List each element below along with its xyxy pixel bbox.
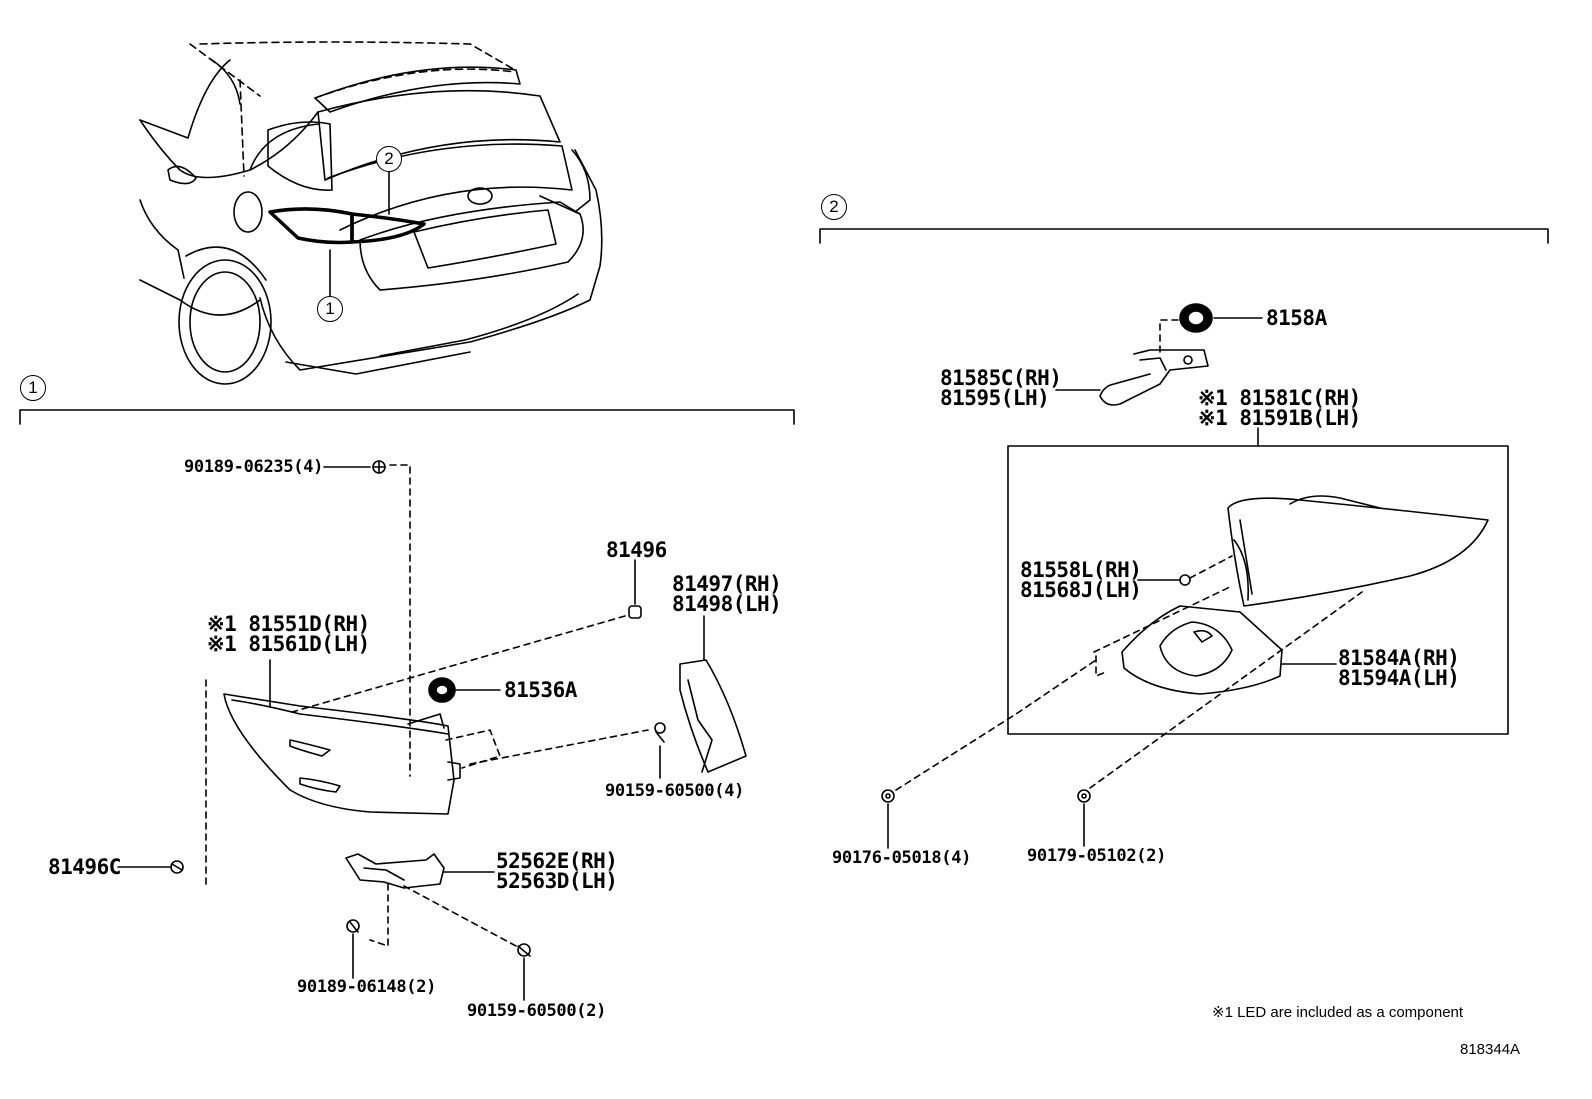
part-label-81568J[interactable]: 81568J(LH) xyxy=(1020,578,1142,602)
part-label-81581C[interactable]: ※1 81581C(RH) xyxy=(1198,386,1361,410)
part-label-90189-06148[interactable]: 90189-06148(2) xyxy=(297,977,437,997)
lamp-inner-81581C xyxy=(1227,495,1489,607)
part-label-81558L[interactable]: 81558L(RH) xyxy=(1020,558,1142,582)
lamp-outer-81551D xyxy=(223,659,461,815)
part-label-52562E[interactable]: 52562E(RH) xyxy=(496,849,618,873)
gasket-81584A xyxy=(1121,605,1337,695)
part-label-81595[interactable]: 81595(LH) xyxy=(940,386,1050,410)
gasket-81497 xyxy=(679,615,747,773)
bracket-52562E xyxy=(345,853,495,889)
part-label-90176-05018[interactable]: 90176-05018(4) xyxy=(832,848,972,868)
part-label-81498[interactable]: 81498(LH) xyxy=(672,592,782,616)
part-label-81585C[interactable]: 81585C(RH) xyxy=(940,366,1062,390)
callout-2-vehicle[interactable]: 2 xyxy=(376,146,402,172)
section-1-bracket xyxy=(19,409,795,425)
part-label-81496C[interactable]: 81496C xyxy=(48,855,121,879)
screw-90159-60500-2 xyxy=(517,943,531,1001)
section-2-bracket xyxy=(819,228,1549,244)
grommet-8158A xyxy=(1179,303,1263,333)
screw-90189-06148 xyxy=(346,919,360,979)
vehicle-rear-illustration xyxy=(139,41,603,385)
part-label-90159-60500-4[interactable]: 90159-60500(4) xyxy=(605,781,745,801)
nut-90176-05018 xyxy=(881,789,895,849)
footnote: ※1 LED are included as a component xyxy=(1212,1004,1464,1021)
part-label-81496[interactable]: 81496 xyxy=(606,538,667,562)
clip-81496 xyxy=(628,559,642,619)
part-label-52563D[interactable]: 52563D(LH) xyxy=(496,869,618,893)
part-label-81536A[interactable]: 81536A xyxy=(504,678,577,702)
part-label-81584A[interactable]: 81584A(RH) xyxy=(1338,646,1460,670)
callout-1-section: 1 xyxy=(20,375,46,401)
led-assembly-box xyxy=(1007,445,1509,735)
part-label-90179-05102[interactable]: 90179-05102(2) xyxy=(1027,846,1167,866)
screw-90159-60500-4 xyxy=(654,722,666,779)
callout-1-vehicle[interactable]: 1 xyxy=(317,296,343,322)
diagram-id: 818344A xyxy=(1460,1041,1521,1058)
part-label-81551D[interactable]: ※1 81551D(RH) xyxy=(207,612,370,636)
callout-2-section: 2 xyxy=(821,194,847,220)
grommet-81536A xyxy=(428,677,501,703)
clip-81496C xyxy=(117,860,184,874)
part-label-90159-60500-2[interactable]: 90159-60500(2) xyxy=(467,1001,607,1021)
part-label-81591B[interactable]: ※1 81591B(LH) xyxy=(1198,406,1361,430)
nut-90179-05102 xyxy=(1077,789,1091,847)
part-label-81561D[interactable]: ※1 81561D(LH) xyxy=(207,632,370,656)
bulb-81558L xyxy=(1137,574,1191,586)
part-label-81497[interactable]: 81497(RH) xyxy=(672,572,782,596)
part-label-8158A[interactable]: 8158A xyxy=(1266,306,1327,330)
part-label-90189-06235[interactable]: 90189-06235(4) xyxy=(184,457,324,477)
socket-wire-81585C xyxy=(1055,349,1209,406)
screw-90189-06235 xyxy=(372,460,386,474)
part-label-81594A[interactable]: 81594A(LH) xyxy=(1338,666,1460,690)
